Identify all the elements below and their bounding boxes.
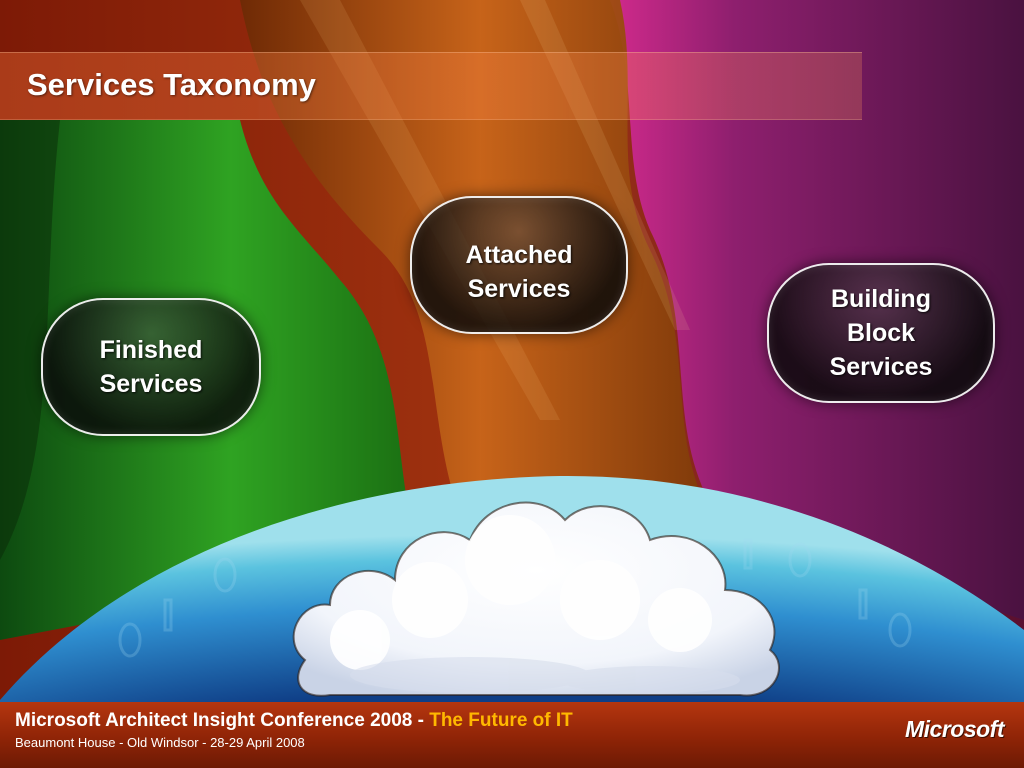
- conference-title: Microsoft Architect Insight Conference 2…: [15, 710, 573, 732]
- building-block-services-bubble: Building Block Services: [767, 263, 995, 403]
- conference-subtitle: The Future of IT: [429, 710, 573, 731]
- footer-bar: [0, 702, 1024, 768]
- conference-location: Beaumont House - Old Windsor - 28-29 Apr…: [15, 735, 305, 750]
- finished-services-bubble: Finished Services: [41, 298, 261, 436]
- attached-services-bubble: Attached Services: [410, 196, 628, 334]
- slide-title: Services Taxonomy: [27, 67, 316, 102]
- conference-name: Microsoft Architect Insight Conference 2…: [15, 710, 424, 731]
- microsoft-logo: Microsoft: [905, 716, 1005, 742]
- title-band: [0, 52, 862, 120]
